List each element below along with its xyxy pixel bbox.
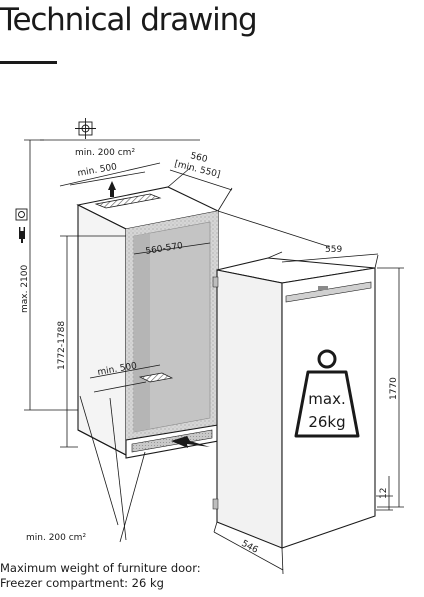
- dim-appliance-depth: 546: [240, 539, 260, 556]
- dim-plinth-offset: 12: [379, 488, 389, 499]
- niche-side-panel: [77, 204, 127, 456]
- page-title: Technical drawing: [0, 2, 258, 38]
- note-line-1: Maximum weight of furniture door:: [0, 561, 201, 575]
- power-socket-icon: [15, 208, 28, 221]
- dimension-lines: [24, 139, 404, 575]
- dim-clearance-top: min. 500: [77, 162, 118, 179]
- weight-label-line1: max.: [308, 390, 345, 408]
- airflow-arrow-icon: [108, 181, 210, 448]
- top-vent-slot: [94, 193, 162, 209]
- side-fitting-bottom: [212, 498, 219, 510]
- door-hinge: [318, 286, 328, 290]
- title-underline: [0, 61, 57, 64]
- door-handle-strip: [285, 281, 372, 303]
- dim-max-height: max. 2100: [20, 264, 30, 313]
- dim-appliance-width: 559: [325, 245, 342, 255]
- dim-appliance-height: 1770: [389, 377, 399, 400]
- power-plug-icon: [19, 227, 25, 243]
- weight-icon: [294, 349, 360, 438]
- bottom-vent-slot: [138, 372, 174, 383]
- side-fitting-top: [212, 276, 219, 288]
- weight-label-line2: 26kg: [308, 413, 345, 431]
- dim-niche-height: 1772-1788: [57, 321, 67, 370]
- dim-vent-bottom: min. 200 cm²: [26, 533, 86, 543]
- appliance-side: [216, 269, 283, 549]
- niche-cabinet: [76, 186, 220, 459]
- ventilation-grid-icon: [75, 118, 96, 139]
- dim-niche-depth: 560: [189, 151, 208, 165]
- dim-vent-top: min. 200 cm²: [75, 148, 135, 158]
- note-line-2: Freezer compartment: 26 kg: [0, 576, 164, 590]
